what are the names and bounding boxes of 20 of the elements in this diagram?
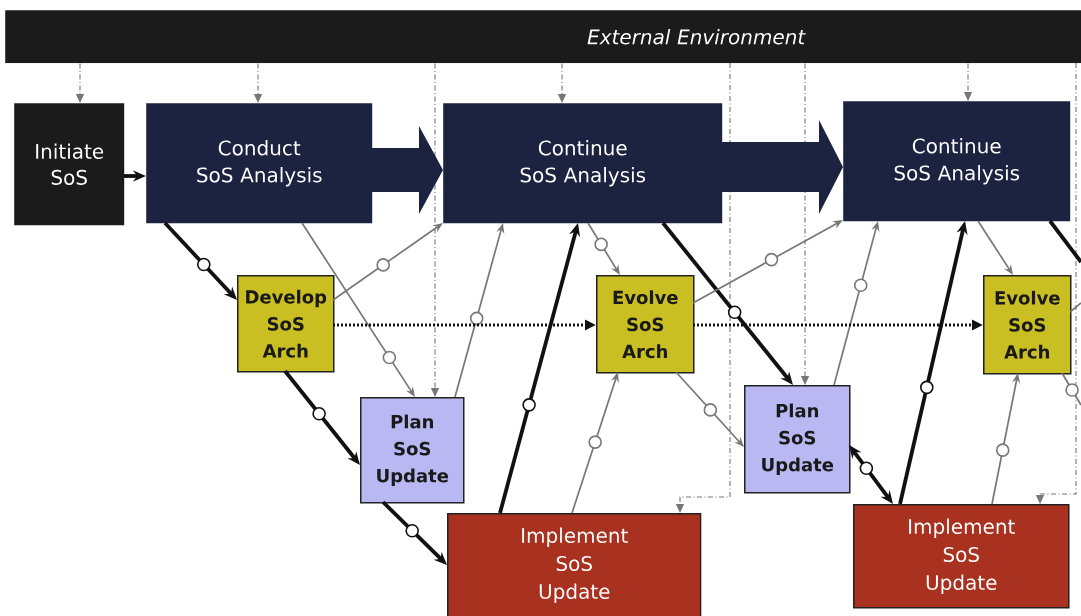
block-arrow bbox=[372, 126, 443, 214]
process-box: Plan SoS Update bbox=[360, 397, 465, 504]
block-arrow bbox=[722, 120, 843, 214]
process-box: Conduct SoS Analysis bbox=[146, 103, 373, 224]
connector-line bbox=[1048, 219, 1081, 264]
connector-line bbox=[1061, 372, 1081, 406]
environment-band: External Environment bbox=[5, 10, 1081, 64]
connector-line bbox=[1069, 302, 1081, 313]
process-box: Implement SoS Update bbox=[853, 504, 1070, 609]
arrow bbox=[381, 500, 447, 565]
process-box: Plan SoS Update bbox=[744, 385, 851, 494]
process-box: Implement SoS Update bbox=[447, 513, 702, 616]
arrow bbox=[675, 371, 744, 447]
process-box: Initiate SoS bbox=[14, 103, 125, 226]
process-box: Develop SoS Arch bbox=[237, 275, 335, 373]
process-box: Evolve SoS Arch bbox=[596, 275, 695, 374]
process-box: Continue SoS Analysis bbox=[843, 101, 1071, 222]
process-box: Evolve SoS Arch bbox=[983, 275, 1072, 375]
arrow bbox=[163, 221, 237, 300]
process-box: Continue SoS Analysis bbox=[443, 103, 723, 224]
